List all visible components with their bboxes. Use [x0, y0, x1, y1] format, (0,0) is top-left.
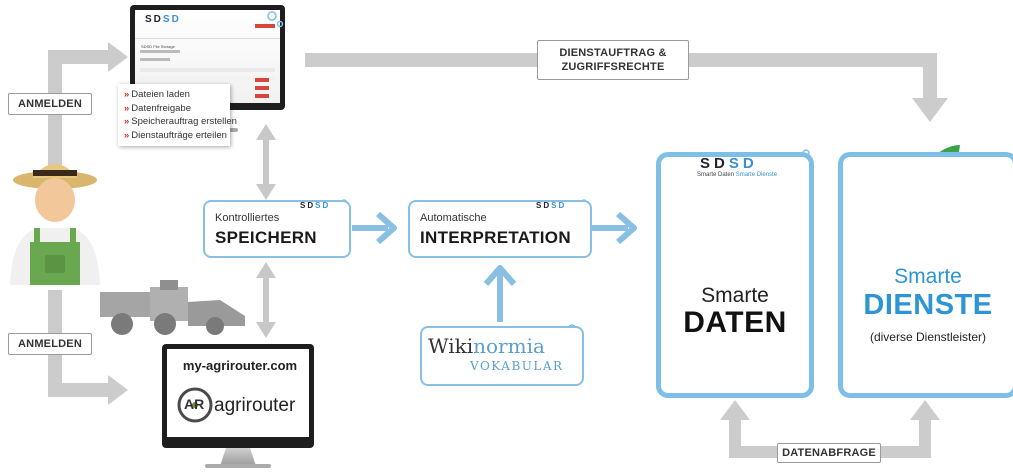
- monitor-bottom: [162, 344, 314, 468]
- dienste-line3: (diverse Dienstleister): [869, 330, 987, 344]
- dienstauftrag-label-line2: ZUGRIFFSRECHTE: [561, 61, 665, 73]
- speichern-big: SPEICHERN: [215, 228, 317, 247]
- harvester-icon: [100, 280, 245, 335]
- menu-item[interactable]: »Dateien laden: [124, 89, 190, 100]
- wikinormia-logo: Wikinormia: [428, 334, 545, 358]
- speichern-box: Kontrolliertes SPEICHERN: [203, 200, 351, 258]
- login-arrow-bottom-head: [108, 375, 128, 405]
- speichern-small: Kontrolliertes: [215, 212, 280, 224]
- anmelden-label-bottom: ANMELDEN: [8, 333, 92, 355]
- flow-arrow-1: [352, 211, 397, 245]
- agrirouter-url: my-agrirouter.com: [182, 358, 298, 373]
- smarte-daten-box: [656, 152, 814, 398]
- dienste-line1: Smarte: [894, 265, 962, 288]
- daten-line1: Smarte: [701, 284, 769, 307]
- menu-item[interactable]: »Dienstaufträge erteilen: [124, 129, 227, 141]
- sdsd-logo-main: SDSD: [700, 155, 758, 172]
- dienstauftrag-label: DIENSTAUFTRAG & ZUGRIFFSRECHTE: [537, 40, 689, 80]
- farmer-icon: [10, 164, 100, 285]
- agrirouter-brand: agrirouter: [214, 395, 296, 416]
- menu-item[interactable]: »Speicherauftrag erstellen: [124, 116, 237, 127]
- login-arrow-bottom: [48, 290, 110, 397]
- agrirouter-initials: AR: [184, 396, 205, 412]
- flow-arrow-up: [483, 265, 517, 322]
- monitor-header: SDSD File Storage: [141, 44, 175, 49]
- dienste-line2: DIENSTE: [863, 289, 993, 321]
- interpretation-big: INTERPRETATION: [420, 228, 571, 247]
- login-arrow-top-head: [108, 42, 128, 72]
- flow-arrow-2: [592, 211, 637, 245]
- double-arrow-bottom: [256, 262, 276, 338]
- interpretation-small: Automatische: [420, 212, 487, 224]
- dienstauftrag-arrow-head: [912, 98, 948, 122]
- sdsd-logo-speichern: SDSD: [300, 201, 331, 210]
- login-arrow-top: [48, 50, 110, 165]
- sdsd-tagline: Smarte Daten Smarte Dienste: [697, 172, 778, 178]
- datenabfrage-label: DATENABFRAGE: [777, 443, 881, 463]
- smarte-dienste-box: [838, 152, 1013, 398]
- dienstauftrag-label-line1: DIENSTAUFTRAG &: [559, 47, 667, 59]
- wikinormia-sub: VOKABULAR: [470, 359, 564, 373]
- datenabfrage-head-left: [720, 400, 750, 420]
- datenabfrage-head-right: [910, 400, 940, 420]
- function-menu: »Dateien laden »Datenfreigabe »Speichera…: [118, 84, 237, 146]
- menu-item[interactable]: »Datenfreigabe: [124, 102, 191, 114]
- anmelden-label-top: ANMELDEN: [8, 93, 92, 115]
- interpretation-box: Automatische INTERPRETATION: [408, 200, 592, 258]
- sdsd-logo-interpretation: SDSD: [536, 201, 567, 210]
- double-arrow-top: [256, 124, 276, 200]
- agrirouter-logo-icon: [177, 387, 213, 423]
- wikinormia-box: [420, 326, 584, 386]
- daten-line2: DATEN: [683, 306, 787, 339]
- sdsd-logo-monitor: SDSD: [145, 14, 181, 25]
- dienstauftrag-arrow: [305, 53, 937, 100]
